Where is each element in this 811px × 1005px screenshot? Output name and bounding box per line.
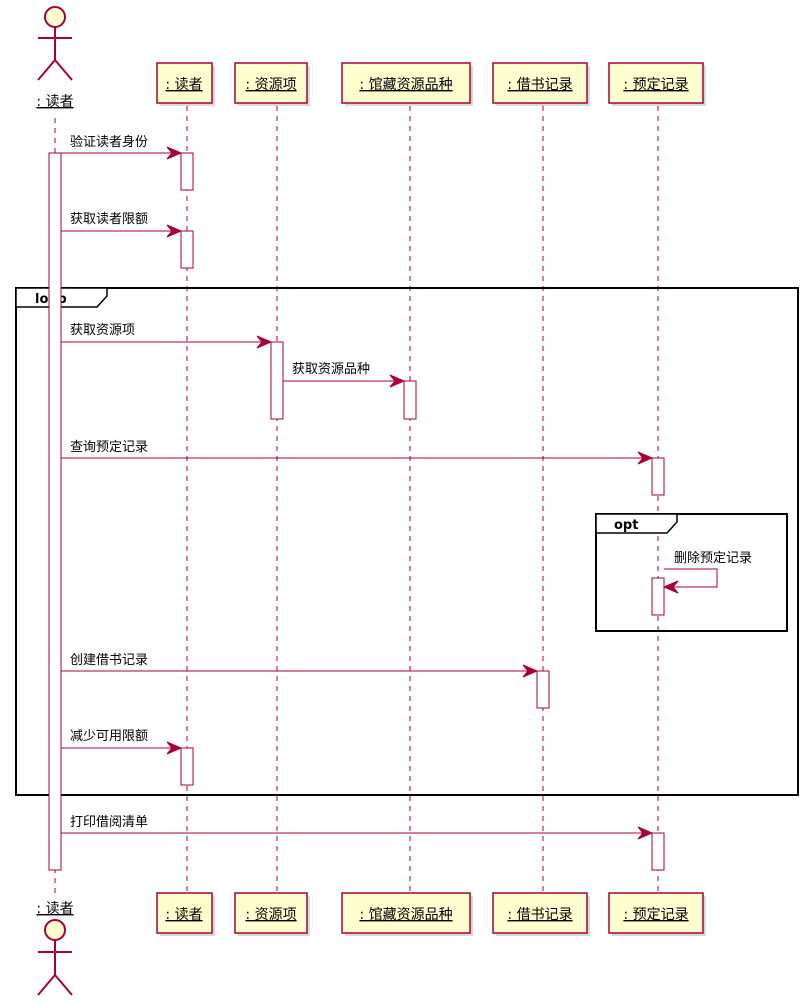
message-7: 创建借书记录 bbox=[61, 653, 539, 678]
message-2-label: 获取读者限额 bbox=[70, 212, 148, 227]
svg-text:: 馆藏资源品种: : 馆藏资源品种 bbox=[359, 907, 452, 923]
svg-text:: 借书记录: : 借书记录 bbox=[507, 907, 572, 923]
message-9-label: 打印借阅清单 bbox=[70, 815, 148, 830]
activation-resource-item bbox=[270, 341, 284, 420]
actor-bottom: : 读者 bbox=[36, 900, 74, 996]
actor-top: : 读者 bbox=[36, 6, 74, 110]
activation-reservation-record-2 bbox=[651, 577, 665, 616]
participant-resource-item-bottom: : 资源项 bbox=[234, 892, 310, 936]
message-1-label: 验证读者身份 bbox=[70, 134, 148, 150]
message-4: 获取资源品种 bbox=[283, 362, 406, 388]
message-8: 减少可用限额 bbox=[61, 729, 183, 755]
svg-text:: 预定记录: : 预定记录 bbox=[623, 77, 688, 93]
activation-reader-actor bbox=[48, 152, 62, 871]
actor-bottom-label: : 读者 bbox=[36, 900, 73, 917]
svg-text:: 馆藏资源品种: : 馆藏资源品种 bbox=[359, 77, 452, 93]
svg-text:: 预定记录: : 预定记录 bbox=[623, 907, 688, 923]
activation-borrow-record bbox=[536, 670, 550, 709]
participant-reader-top: : 读者 bbox=[156, 62, 215, 106]
svg-text:: 读者: : 读者 bbox=[165, 76, 202, 93]
activation-collection-type bbox=[403, 380, 417, 420]
participant-resource-item-top: : 资源项 bbox=[234, 62, 310, 106]
message-4-label: 获取资源品种 bbox=[292, 362, 370, 377]
activation-reader-3 bbox=[180, 747, 194, 786]
svg-text:: 资源项: : 资源项 bbox=[245, 907, 296, 923]
message-7-label: 创建借书记录 bbox=[70, 653, 148, 668]
activation-reader-2 bbox=[180, 230, 194, 269]
message-8-label: 减少可用限额 bbox=[70, 729, 148, 744]
participant-reservation-record-top: : 预定记录 bbox=[608, 62, 706, 106]
message-9: 打印借阅清单 bbox=[61, 815, 654, 840]
message-1: 验证读者身份 bbox=[61, 134, 183, 160]
activation-reservation-record-1 bbox=[651, 457, 665, 496]
participant-borrow-record-bottom: : 借书记录 bbox=[492, 892, 590, 936]
message-6-self: 删除预定记录 bbox=[662, 551, 752, 594]
message-3-label: 获取资源项 bbox=[70, 323, 135, 338]
participant-borrow-record-top: : 借书记录 bbox=[492, 62, 590, 106]
participant-collection-type-bottom: : 馆藏资源品种 bbox=[341, 892, 473, 936]
activation-reservation-record-3 bbox=[651, 832, 665, 871]
message-5-label: 查询预定记录 bbox=[70, 440, 148, 455]
participant-collection-type-top: : 馆藏资源品种 bbox=[341, 62, 473, 106]
opt-fragment: opt bbox=[595, 513, 788, 632]
participant-reservation-record-bottom: : 预定记录 bbox=[608, 892, 706, 936]
actor-top-label: : 读者 bbox=[36, 93, 73, 110]
message-3: 获取资源项 bbox=[61, 323, 273, 349]
svg-text:: 资源项: : 资源项 bbox=[245, 77, 296, 93]
participant-reader-bottom: : 读者 bbox=[156, 892, 215, 936]
message-6-label: 删除预定记录 bbox=[674, 551, 752, 566]
activation-reader-1 bbox=[180, 152, 194, 191]
message-5: 查询预定记录 bbox=[61, 440, 654, 465]
svg-text:: 借书记录: : 借书记录 bbox=[507, 77, 572, 93]
opt-label: opt bbox=[614, 518, 638, 533]
message-2: 获取读者限额 bbox=[61, 212, 183, 238]
loop-fragment: loop bbox=[15, 287, 799, 796]
svg-text:: 读者: : 读者 bbox=[165, 906, 202, 923]
